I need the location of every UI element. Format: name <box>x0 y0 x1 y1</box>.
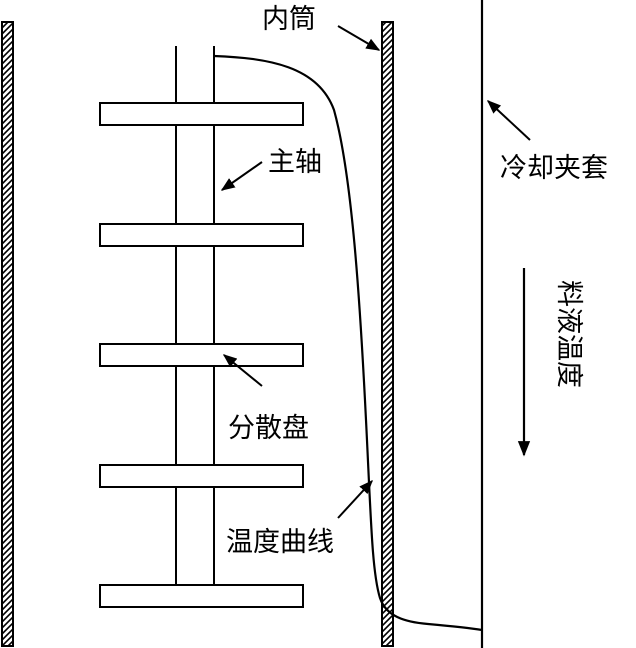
cooling-jacket-arrow <box>486 100 531 141</box>
left-wall <box>1 21 14 647</box>
inner-cylinder-arrow <box>337 25 381 51</box>
dispersion-disc <box>99 102 304 126</box>
dispersion-disc <box>99 343 304 367</box>
inner-cylinder-wall <box>381 21 394 647</box>
inner-cylinder-label: 内筒 <box>262 4 316 35</box>
main-shaft-arrow <box>220 161 263 191</box>
dispersion-disc <box>99 584 304 608</box>
temperature-curve <box>213 54 483 632</box>
dispersion-disc <box>99 223 304 247</box>
cooling-jacket-label: 冷却夹套 <box>500 153 608 184</box>
dispersion-discs <box>99 102 304 608</box>
main-shaft-label: 主轴 <box>268 147 322 178</box>
dispersion-disc <box>99 464 304 488</box>
dispersion-disc-arrow <box>222 354 263 387</box>
main-shaft <box>175 46 215 586</box>
dispersion-disc-label: 分散盘 <box>228 413 309 444</box>
temperature-curve-label: 温度曲线 <box>226 527 334 558</box>
temperature-curve-arrow <box>337 479 373 519</box>
liquid-temperature-label: 料液温度 <box>553 280 584 388</box>
